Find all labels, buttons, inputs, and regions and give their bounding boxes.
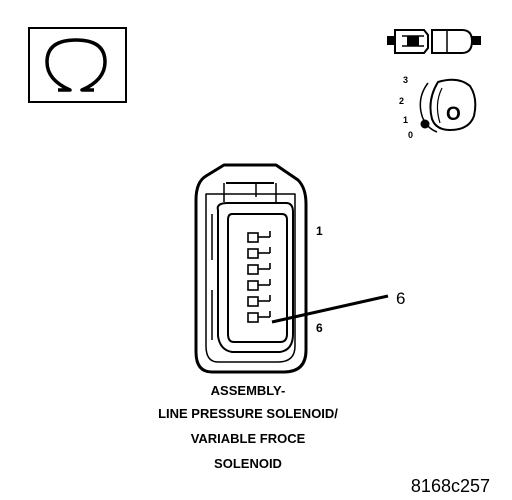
pin-4 — [247, 279, 271, 291]
pin-1 — [247, 231, 271, 243]
pin-label-first: 1 — [316, 224, 323, 238]
pin-3 — [247, 263, 271, 275]
callout-leader — [271, 294, 389, 324]
callout-label: 6 — [396, 289, 405, 308]
caption-line-2: LINE PRESSURE SOLENOID/ — [158, 406, 338, 421]
key-letter: O — [446, 104, 461, 125]
pin-5 — [247, 295, 271, 307]
connector-pins — [247, 231, 271, 323]
pin-label-last: 6 — [316, 321, 323, 335]
key-position-2: 2 — [399, 96, 404, 106]
ignition-key-icon: O 3 2 1 0 — [399, 75, 477, 140]
caption-line-4: SOLENOID — [214, 456, 282, 471]
ohm-icon — [28, 27, 127, 103]
connector-housing — [194, 163, 308, 374]
caption-line-3: VARIABLE FROCE — [191, 431, 306, 446]
caption: ASSEMBLY- LINE PRESSURE SOLENOID/ VARIAB… — [158, 383, 338, 471]
key-position-0: 0 — [408, 130, 413, 140]
connector-icon — [387, 29, 481, 54]
pin-2 — [247, 247, 271, 259]
figure-id: 8168c257 — [411, 476, 490, 496]
caption-line-1: ASSEMBLY- — [211, 383, 286, 398]
pin-6 — [247, 311, 271, 323]
key-position-3: 3 — [403, 75, 408, 85]
key-position-1: 1 — [403, 115, 408, 125]
